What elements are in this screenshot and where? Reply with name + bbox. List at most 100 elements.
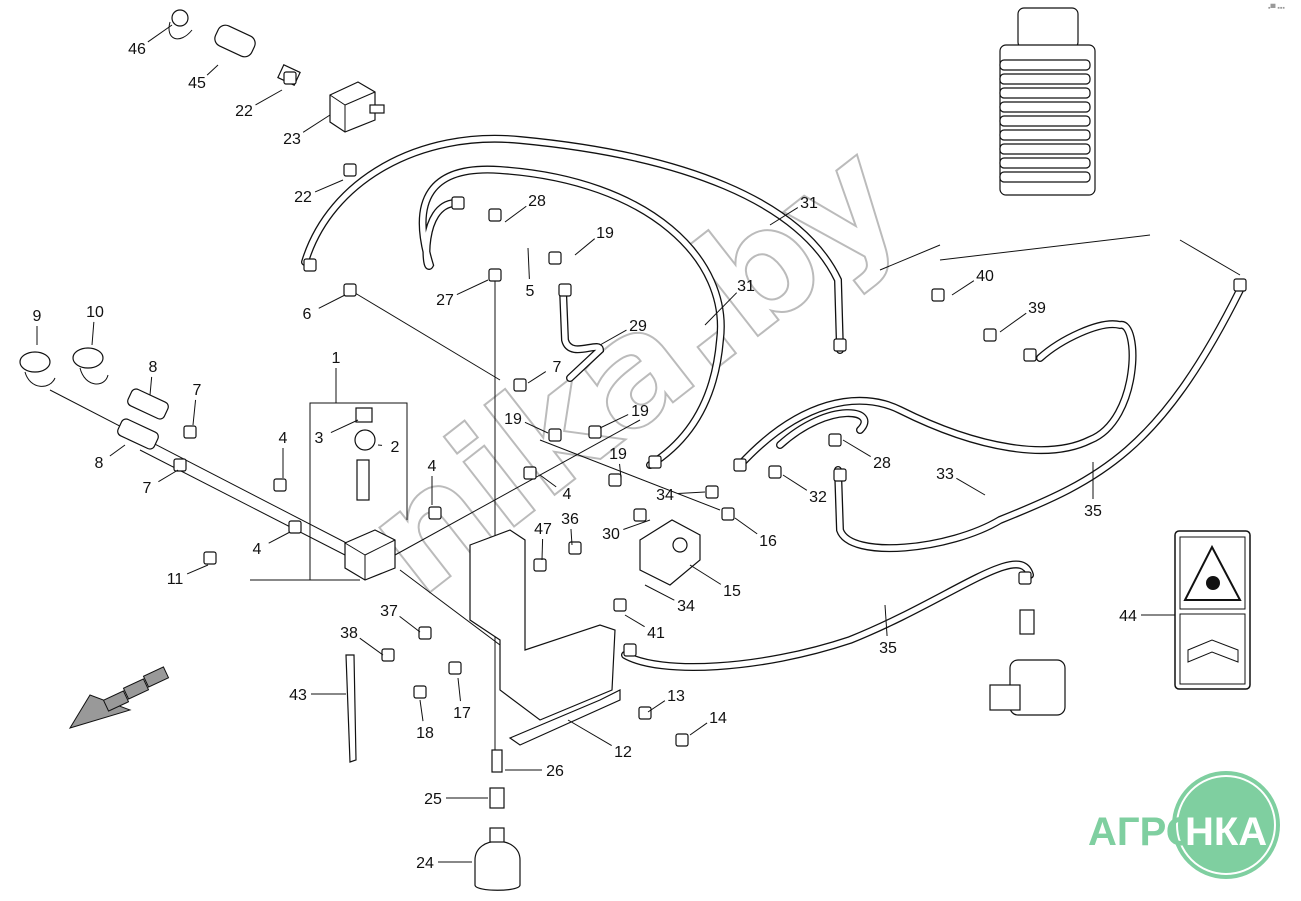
logo-text-right: НКА [1185, 810, 1267, 854]
fitting [1233, 278, 1247, 292]
part-label-19: 19 [631, 403, 649, 420]
fitting [343, 283, 357, 297]
part-label-1: 1 [332, 350, 341, 367]
part-label-8: 8 [95, 455, 104, 472]
leader-line [624, 614, 645, 628]
part-label-34: 34 [656, 487, 674, 504]
leader-line [539, 474, 557, 488]
leader-line [599, 414, 629, 429]
control-valve-bank [999, 7, 1096, 196]
fitting [675, 733, 689, 747]
fitting [288, 520, 302, 534]
part-label-43: 43 [289, 687, 307, 704]
fitting [303, 258, 317, 272]
watermark: nika.by [335, 109, 932, 629]
part-label-4: 4 [279, 430, 288, 447]
leader-line [419, 699, 424, 722]
leader-line [599, 329, 627, 346]
leader-line [677, 491, 706, 494]
fitting [448, 661, 462, 675]
valve-block-1 [309, 402, 408, 581]
leader-line [109, 444, 126, 457]
part-label-5: 5 [526, 283, 535, 300]
fitting [613, 598, 627, 612]
part-label-10: 10 [86, 304, 104, 321]
dust-caps-9-10 [19, 347, 109, 387]
fitting [1018, 571, 1032, 585]
fitting [768, 465, 782, 479]
leader-line [704, 292, 738, 326]
connection-line [1179, 239, 1241, 276]
part-label-28: 28 [873, 455, 891, 472]
leader-line [359, 637, 384, 656]
fitting [413, 685, 427, 699]
part-label-19: 19 [504, 411, 522, 428]
fitting [648, 455, 662, 469]
part-label-44: 44 [1119, 608, 1137, 625]
part-label-7: 7 [193, 382, 202, 399]
leader-line [147, 24, 173, 43]
connection-line [139, 449, 346, 556]
leader-line [504, 205, 527, 223]
leader-line [330, 419, 359, 434]
corner-mark: ▪▀ ▪▪▪ [1268, 3, 1285, 12]
leader-line [884, 604, 888, 637]
leader-line [734, 517, 758, 535]
leader-line [570, 528, 573, 546]
part-label-4: 4 [428, 458, 437, 475]
part-label-22: 22 [235, 103, 253, 120]
mounting-bracket-12 [469, 529, 621, 746]
fitting [418, 626, 432, 640]
part-label-38: 38 [340, 625, 358, 642]
connection-line [349, 289, 501, 381]
part-label-19: 19 [596, 225, 614, 242]
part-label-7: 7 [143, 480, 152, 497]
leader-line [268, 531, 291, 544]
leader-line [527, 247, 530, 280]
fitting [488, 208, 502, 222]
leader-line [619, 463, 622, 479]
part-label-33: 33 [936, 466, 954, 483]
part-label-31: 31 [737, 278, 755, 295]
part-label-6: 6 [303, 306, 312, 323]
fitting [983, 328, 997, 342]
fitting [173, 458, 187, 472]
fitting [558, 283, 572, 297]
part-label-17: 17 [453, 705, 471, 722]
fitting [273, 478, 287, 492]
leader-line [302, 114, 331, 133]
logo-text-left: АГРО [1088, 810, 1197, 854]
leader-line [567, 719, 612, 747]
fitting [283, 71, 297, 85]
fitting [721, 507, 735, 521]
fitting [588, 425, 602, 439]
part-label-32: 32 [809, 489, 827, 506]
part-label-9: 9 [33, 308, 42, 325]
part-label-40: 40 [976, 268, 994, 285]
part-label-7: 7 [553, 359, 562, 376]
manual-book-icon [1187, 639, 1239, 663]
part-label-34: 34 [677, 598, 695, 615]
part-label-27: 27 [436, 292, 454, 309]
leader-line [206, 64, 219, 76]
fitting [203, 551, 217, 565]
leader-line [647, 700, 666, 713]
part-label-15: 15 [723, 583, 741, 600]
direction-arrow-icon [68, 666, 170, 729]
leader-line [91, 321, 95, 346]
fitting [568, 541, 582, 555]
leader-line [689, 564, 722, 585]
leader-line [842, 439, 871, 458]
fitting [451, 196, 465, 210]
part-label-4: 4 [563, 486, 572, 503]
leader-line [689, 722, 708, 736]
connection-line [539, 439, 721, 511]
part-label-37: 37 [380, 603, 398, 620]
accumulator-24 [474, 749, 521, 891]
valve-block-15 [639, 519, 701, 586]
part-label-19: 19 [609, 446, 627, 463]
part-label-4: 4 [253, 541, 262, 558]
part-label-16: 16 [759, 533, 777, 550]
